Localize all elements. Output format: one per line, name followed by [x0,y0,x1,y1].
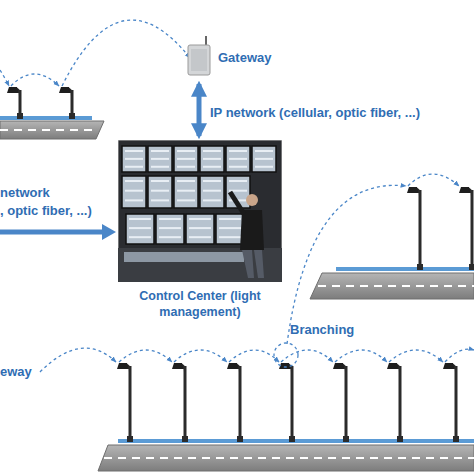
road [0,121,104,139]
wireless-link [11,74,59,86]
power-cable [336,267,474,271]
power-cable [0,116,92,120]
street-lamp [459,187,474,270]
wireless-link [40,348,116,372]
wireless-link [335,350,387,362]
street-lamp [443,363,459,442]
gateway-box [186,36,214,80]
gateway-label: eway [0,364,60,380]
street-lamp [227,363,243,442]
lane-marking [104,457,474,459]
network-label: , optic fiber, ...) [0,203,130,219]
ip-link-arrow [197,84,202,136]
street-lamp [407,187,423,270]
control-room-photo [118,140,282,282]
wireless-link [281,350,333,362]
road [98,445,474,471]
node-label: Gateway [218,50,296,66]
wireless-link [174,350,227,362]
wireless-link [119,350,172,362]
street-lamp [59,87,75,119]
gateway-device: Gateway [186,36,296,80]
wireless-link [445,349,474,362]
wireless-link [389,350,443,362]
wireless-link [287,185,406,344]
street-lamp [172,363,188,442]
branch-marker [274,343,298,367]
street-lamp [117,363,133,442]
ip-link-arrow [0,230,104,235]
street-lamp [333,363,349,442]
control-center: Control Center (light management) [118,140,282,322]
connector-label: IP network (cellular, optic fiber, ...) [210,105,472,121]
power-cable [118,439,474,443]
wireless-link [0,70,9,86]
road [310,273,474,299]
network-label: network [0,185,100,201]
street-lamp [279,363,295,442]
wireless-link [408,174,459,186]
lane-marking [318,285,474,287]
lane-marking [0,129,98,131]
wireless-link [229,350,279,362]
street-lamp [7,87,23,119]
street-lamp [387,363,403,442]
branch-label: Branching [290,322,380,338]
arrow-head [102,224,116,240]
wireless-link [62,20,190,86]
node-caption: Control Center (light management) [118,288,282,320]
